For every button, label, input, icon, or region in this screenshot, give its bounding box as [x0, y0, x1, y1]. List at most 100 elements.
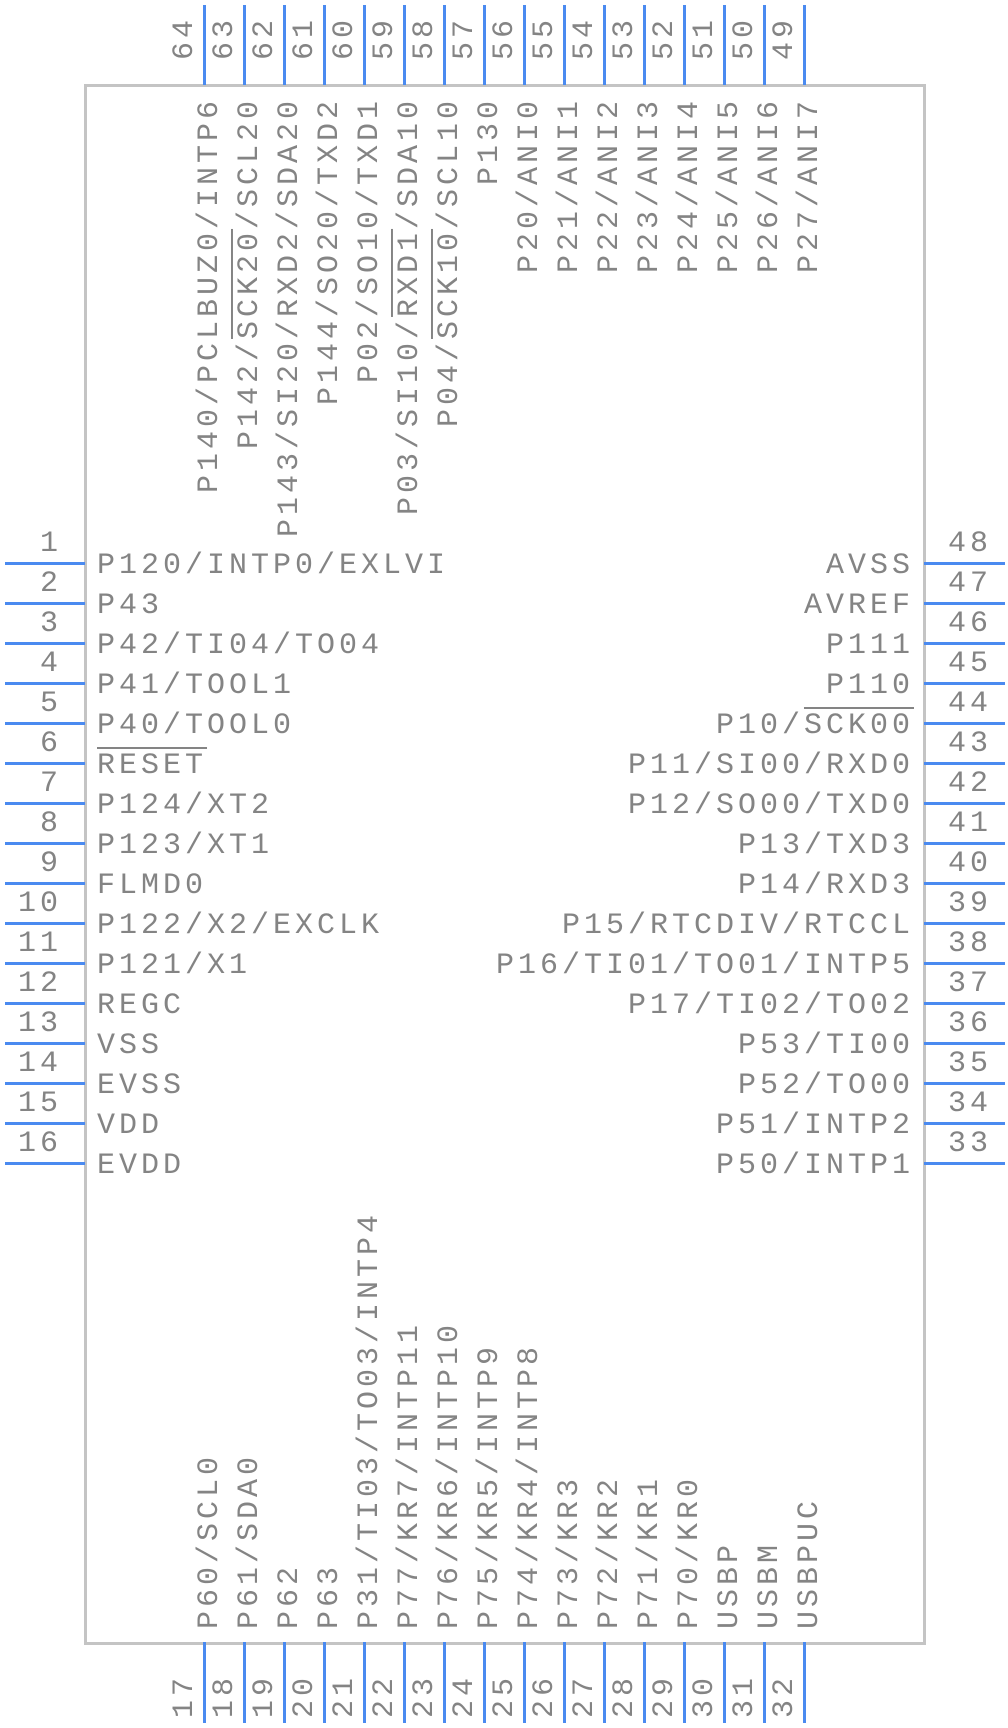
pin-label: P17/TI02/TO02 [628, 991, 914, 1021]
pin-lead [322, 1642, 326, 1723]
pin-number: 7 [39, 767, 62, 801]
pin-label: P52/TO00 [738, 1071, 914, 1101]
pin-lead [242, 1642, 246, 1723]
pin-label-segment: P74/KR4/INTP8 [513, 1342, 547, 1629]
pin-label-active-low: SCK10 [433, 229, 467, 340]
pin-label-segment: P51/INTP2 [715, 1109, 914, 1143]
pin-label: P04/SCK10/SCL10 [433, 97, 467, 657]
pin-number: 50 [728, 15, 762, 60]
pin-label-segment: P140/PCLBUZ0/INTP6 [193, 97, 227, 494]
pin-number: 1 [39, 527, 62, 561]
pin-lead [924, 1161, 1005, 1165]
pin-label: VSS [97, 1031, 163, 1061]
pin-lead [924, 761, 1005, 765]
pin-label-segment: P75/KR5/INTP9 [473, 1342, 507, 1629]
pin-lead [482, 1642, 486, 1723]
pin-number: 20 [288, 1673, 322, 1718]
pin-number: 60 [328, 15, 362, 60]
pin-lead [402, 1642, 406, 1723]
pin-label-segment: P130 [473, 97, 507, 186]
pin-label: P71/KR1 [633, 1069, 667, 1629]
pin-label: P27/ANI7 [793, 97, 827, 657]
pin-label-segment: P13/TXD3 [737, 829, 914, 863]
pin-number: 56 [488, 15, 522, 60]
pin-number: 12 [17, 967, 62, 1001]
pin-label-segment: P10/ [715, 709, 804, 743]
pin-number: 9 [39, 847, 62, 881]
pin-label-active-low: SCK20 [233, 229, 267, 340]
pin-lead [562, 1642, 566, 1723]
pin-label: P11/SI00/RXD0 [628, 751, 914, 781]
pin-lead [924, 801, 1005, 805]
pin-label: P124/XT2 [97, 791, 273, 821]
pin-number: 5 [39, 687, 62, 721]
pin-label-segment: USBPUC [793, 1496, 827, 1629]
pin-label: P40/TOOL0 [97, 711, 295, 741]
pin-number: 4 [39, 647, 62, 681]
pin-label-segment: P110 [825, 669, 914, 703]
pin-label: P15/RTCDIV/RTCCL [562, 911, 914, 941]
pin-lead [442, 1642, 446, 1723]
pin-lead [5, 881, 85, 885]
pin-label: P50/INTP1 [716, 1151, 914, 1181]
pin-lead [924, 601, 1005, 605]
pin-label-segment: P20/ANI0 [513, 97, 547, 274]
pin-label: P51/INTP2 [716, 1111, 914, 1141]
pin-label-segment: FLMD0 [97, 869, 208, 903]
pin-number: 26 [528, 1673, 562, 1718]
pin-lead [924, 641, 1005, 645]
pin-lead [762, 1642, 766, 1723]
pin-label-segment: P77/KR7/INTP11 [393, 1320, 427, 1629]
pin-label-segment: P72/KR2 [593, 1474, 627, 1629]
pin-label: P75/KR5/INTP9 [473, 1069, 507, 1629]
pin-lead [202, 1642, 206, 1723]
pin-label: P143/SI20/RXD2/SDA20 [273, 97, 307, 657]
pin-lead [642, 1642, 646, 1723]
pin-lead [924, 1001, 1005, 1005]
pin-label-segment: P43 [97, 589, 164, 623]
pin-number: 15 [17, 1087, 62, 1121]
pin-lead [5, 681, 85, 685]
pin-number: 40 [948, 847, 993, 881]
pin-label-segment: /SDA10 [393, 97, 427, 230]
pin-number: 64 [168, 15, 202, 60]
pin-lead [362, 5, 366, 85]
pin-number: 51 [688, 15, 722, 60]
pin-number: 61 [288, 15, 322, 60]
pin-number: 41 [948, 807, 993, 841]
pin-label: P122/X2/EXCLK [97, 911, 383, 941]
pin-label-segment: P142/ [233, 339, 267, 450]
pin-lead [924, 1081, 1005, 1085]
pin-lead [924, 561, 1005, 565]
pin-lead [722, 5, 726, 85]
pin-label-segment: VDD [97, 1109, 164, 1143]
pin-number: 18 [208, 1673, 242, 1718]
pin-label-segment: P15/RTCDIV/RTCCL [561, 909, 914, 943]
pin-lead [722, 1642, 726, 1723]
pin-number: 34 [948, 1087, 993, 1121]
pin-number: 57 [448, 15, 482, 60]
pin-label: P77/KR7/INTP11 [393, 1069, 427, 1629]
pin-lead [5, 1001, 85, 1005]
pin-number: 31 [728, 1673, 762, 1718]
pin-number: 42 [948, 767, 993, 801]
pin-lead [924, 721, 1005, 725]
pin-number: 44 [948, 687, 993, 721]
pin-number: 24 [448, 1673, 482, 1718]
pin-lead [322, 5, 326, 85]
pin-label-segment: P42/TI04/TO04 [97, 629, 384, 663]
pin-lead [602, 5, 606, 85]
pin-label-segment: AVSS [825, 549, 914, 583]
pin-number: 6 [39, 727, 62, 761]
pin-label-segment: P14/RXD3 [737, 869, 914, 903]
pin-number: 27 [568, 1673, 602, 1718]
pin-label-segment: EVDD [97, 1149, 186, 1183]
pin-label-segment: P16/TI01/TO01/INTP5 [495, 949, 914, 983]
pin-label-active-low: RXD1 [393, 229, 427, 318]
pin-lead [5, 641, 85, 645]
pin-label-segment: P124/XT2 [97, 789, 274, 823]
pin-lead [5, 561, 85, 565]
pin-label-segment: P31/TI03/TO03/INTP4 [353, 1210, 387, 1629]
pin-label: P110 [826, 671, 914, 701]
pin-label-segment: P111 [825, 629, 914, 663]
